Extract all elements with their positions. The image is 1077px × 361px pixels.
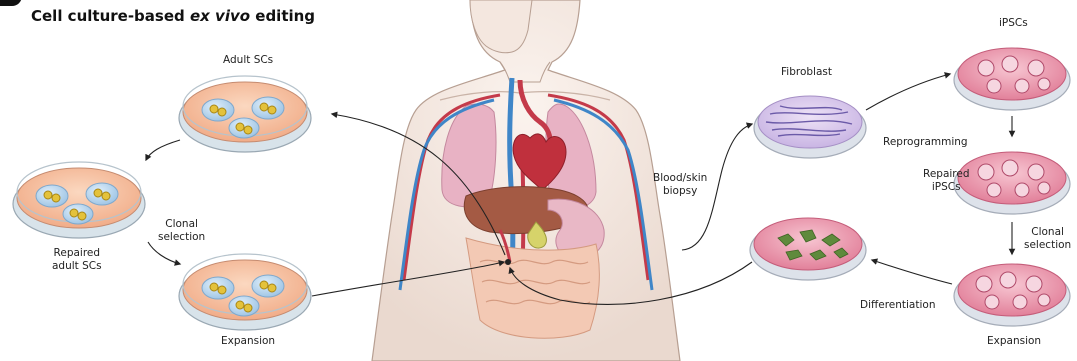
label-biopsy-line2: biopsy [653, 185, 707, 198]
label-repaired-ipscs-line2: iPSCs [923, 181, 970, 194]
dish-fibroblast [754, 96, 866, 158]
dish-adult-scs [179, 76, 311, 152]
arrow-expansion-to-differentiated [872, 260, 952, 284]
label-left-clonal-selection: Clonal selection [158, 218, 205, 244]
label-fibroblast: Fibroblast [781, 66, 832, 79]
label-left-clonal-selection-line2: selection [158, 231, 205, 244]
dish-repaired-adult-scs [13, 162, 145, 238]
label-right-expansion: Expansion [987, 335, 1041, 348]
arrow-repaired-to-expansion [148, 242, 180, 264]
panel-title-suffix: editing [250, 7, 315, 25]
label-biopsy-line1: Blood/skin [653, 172, 707, 185]
label-repaired-ipscs: Repaired iPSCs [923, 168, 970, 194]
label-repaired-adult-scs-line1: Repaired [52, 247, 102, 260]
label-ipscs: iPSCs [999, 17, 1028, 30]
dish-left-expansion [179, 254, 311, 330]
target-point [505, 259, 511, 265]
label-left-clonal-selection-line1: Clonal [158, 218, 205, 231]
label-adult-scs: Adult SCs [223, 54, 273, 67]
label-right-clonal-selection-line1: Clonal [1024, 226, 1071, 239]
label-right-clonal-selection-line2: selection [1024, 239, 1071, 252]
label-repaired-ipscs-line1: Repaired [923, 168, 970, 181]
label-right-clonal-selection: Clonal selection [1024, 226, 1071, 252]
panel-title: Cell culture-based ex vivo editing [31, 7, 315, 25]
label-left-expansion: Expansion [221, 335, 275, 348]
dish-right-expansion [954, 264, 1070, 326]
panel-title-italic: ex vivo [190, 7, 250, 25]
dish-repaired-ipscs [954, 152, 1070, 214]
label-blood-skin-biopsy: Blood/skin biopsy [653, 172, 707, 198]
dish-ipscs [954, 48, 1070, 110]
label-repaired-adult-scs: Repaired adult SCs [52, 247, 102, 273]
human-torso [372, 0, 680, 361]
label-reprogramming: Reprogramming [883, 136, 968, 149]
label-differentiation: Differentiation [860, 299, 935, 312]
dish-differentiated [750, 218, 866, 280]
label-repaired-adult-scs-line2: adult SCs [52, 260, 102, 273]
arrow-fibroblast-to-ipscs [866, 74, 950, 110]
intestines [466, 238, 599, 338]
arrow-adult-scs-to-repaired [146, 140, 180, 160]
panel-title-prefix: Cell culture-based [31, 7, 190, 25]
